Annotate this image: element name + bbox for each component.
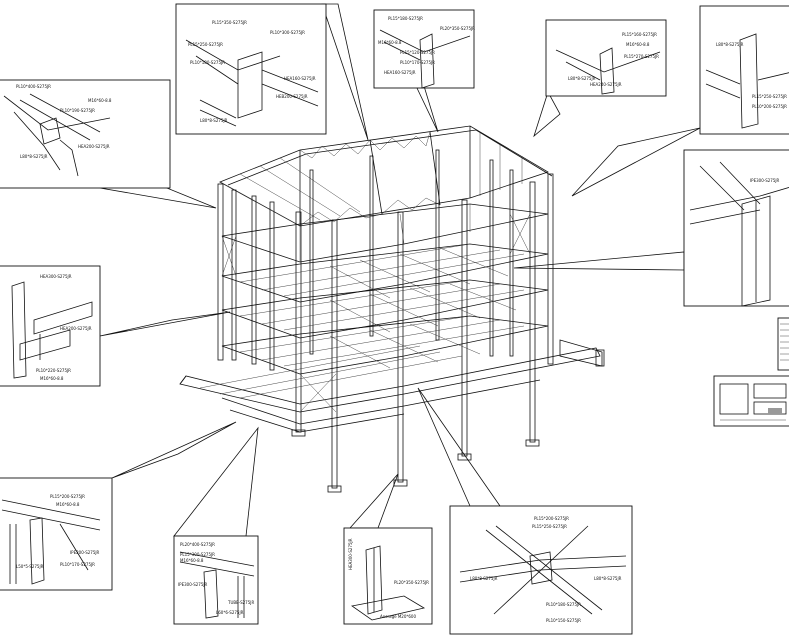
leader-d1 xyxy=(99,185,217,209)
detail-label: PL15*250-S275JR xyxy=(752,94,787,99)
detail-label: M16*60-8.8 xyxy=(378,40,402,45)
leader-d4 xyxy=(533,90,561,138)
detail-box-1: PL10*400-S275JR PL10*190-S275JR M16*60-8… xyxy=(0,79,171,189)
detail-label: HEA300-S275JR xyxy=(40,274,72,279)
detail-box-6: IPE300-S275JR xyxy=(683,149,789,307)
detail-label: HEA160-S275JR xyxy=(284,76,316,81)
detail-label: IPE200-S275JR xyxy=(70,550,100,555)
roof-trusses xyxy=(219,126,523,227)
detail-label: PL10*200-S275JR xyxy=(752,104,787,109)
detail-label: PL15*180-S275JR xyxy=(388,16,423,21)
floor-level-4 xyxy=(221,315,549,375)
detail-label: PL10*400-S275JR xyxy=(16,84,51,89)
detail-label: PL15*120-S275JR xyxy=(400,50,435,55)
detail-label: M16*60-8.8 xyxy=(56,502,80,507)
detail-label: PL10*300-S275JR xyxy=(270,30,305,35)
detail-label: L80*8-S275JR xyxy=(594,576,622,581)
detail-box-3: PL15*180-S275JR M16*60-8.8 PL15*120-S275… xyxy=(373,9,475,89)
site-plan xyxy=(713,375,789,427)
detail-label: L80*8-S275JR xyxy=(716,42,744,47)
detail-label: L80*8-S275JR xyxy=(470,576,498,581)
leader-d11 xyxy=(417,387,501,507)
footings xyxy=(291,429,540,493)
detail-label: PL10*180-S275JR xyxy=(546,602,581,607)
detail-box-5: L80*8-S275JR PL15*250-S275JR PL10*200-S2… xyxy=(699,5,789,135)
detail-label: TUBE-S275JR xyxy=(227,600,254,605)
detail-label: PL20*350-S275JR xyxy=(394,580,429,585)
lower-platform xyxy=(179,339,605,433)
detail-label: PL15*300-S275JR xyxy=(180,552,215,557)
detail-label: PL15*160-S275JR xyxy=(622,32,657,37)
leader-d6 xyxy=(513,251,685,271)
leader-d3 xyxy=(415,85,439,133)
detail-label: PL15*250-S275JR xyxy=(188,42,223,47)
detail-label: PL10*170-S275JR xyxy=(60,562,95,567)
leader-d2 xyxy=(321,3,369,141)
detail-label: PL20*350-S275JR xyxy=(440,26,475,31)
detail-label: L80*8-S275JR xyxy=(200,118,228,123)
detail-box-8: PL15*200-S275JR M16*60-8.8 IPE200-S275JR… xyxy=(0,477,113,591)
detail-box-9: PL20*400-S275JR PL15*300-S275JR M16*60-8… xyxy=(173,535,259,625)
roof-outline xyxy=(219,125,549,227)
detail-box-2: PL15*350-S275JR PL10*300-S275JR PL15*250… xyxy=(175,3,327,135)
detail-box-11: PL15*200-S275JR PL15*250-S275JR L80*8-S2… xyxy=(449,505,633,635)
detail-label: PL15*350-S275JR xyxy=(212,20,247,25)
detail-label: PL10*220-S275JR xyxy=(36,368,71,373)
detail-label: L50*5-S275JR xyxy=(16,564,44,569)
detail-label: M16*60-8.8 xyxy=(626,42,650,47)
main-structure-isometric xyxy=(179,125,605,493)
leader-d10 xyxy=(349,473,399,529)
detail-label: HEB200-S275JR xyxy=(276,94,308,99)
schedule-table xyxy=(777,317,789,371)
leader-d8 xyxy=(111,421,237,479)
detail-box-4: PL15*160-S275JR M16*60-8.8 PL15*270-S275… xyxy=(545,19,667,97)
floor-level-1 xyxy=(221,203,549,263)
detail-label: IPE300-S275JR xyxy=(178,582,208,587)
detail-label: M16*60-8.8 xyxy=(180,558,204,563)
detail-label: HEA240-S275JR xyxy=(590,82,622,87)
bracing xyxy=(221,213,531,413)
detail-label: PL10*180-S275JR xyxy=(190,60,225,65)
detail-label: HEA200-S275JR xyxy=(78,144,110,149)
detail-label: PL20*400-S275JR xyxy=(180,542,215,547)
floor-level-3 xyxy=(221,279,549,339)
detail-label: HEA300-S275JR xyxy=(348,538,353,570)
detail-box-7: HEA300-S275JR HEA200-S275JR PL10*220-S27… xyxy=(0,265,101,387)
detail-label: PL15*200-S275JR xyxy=(534,516,569,521)
detail-label: L80*8-S275JR xyxy=(568,76,596,81)
detail-label: M16*60-8.8 xyxy=(88,98,112,103)
detail-label: Ancrage M20*600 xyxy=(380,614,416,619)
detail-label: IPE300-S275JR xyxy=(750,178,780,183)
columns xyxy=(217,149,554,489)
detail-label: M16*60-8.8 xyxy=(40,376,64,381)
detail-label: PL15*200-S275JR xyxy=(50,494,85,499)
detail-label: HEA200-S275JR xyxy=(60,326,92,331)
detail-label: PL15*270-S275JR xyxy=(624,54,659,59)
floor-level-2 xyxy=(221,243,549,303)
detail-label: PL10*150-S275JR xyxy=(546,618,581,623)
detail-box-10: HEA300-S275JR PL20*350-S275JR Ancrage M2… xyxy=(343,527,433,625)
callout-leaders xyxy=(99,3,701,537)
leader-d5 xyxy=(571,127,701,197)
detail-label: L80*8-S275JR xyxy=(20,154,48,159)
detail-label: PL10*190-S275JR xyxy=(60,108,95,113)
detail-label: PL15*250-S275JR xyxy=(532,524,567,529)
detail-label: HEA160-S275JR xyxy=(384,70,416,75)
leader-d7 xyxy=(99,311,231,337)
detail-label: L60*6-S275JR xyxy=(216,610,244,615)
detail-label: PL10*170-S275JR xyxy=(400,60,435,65)
